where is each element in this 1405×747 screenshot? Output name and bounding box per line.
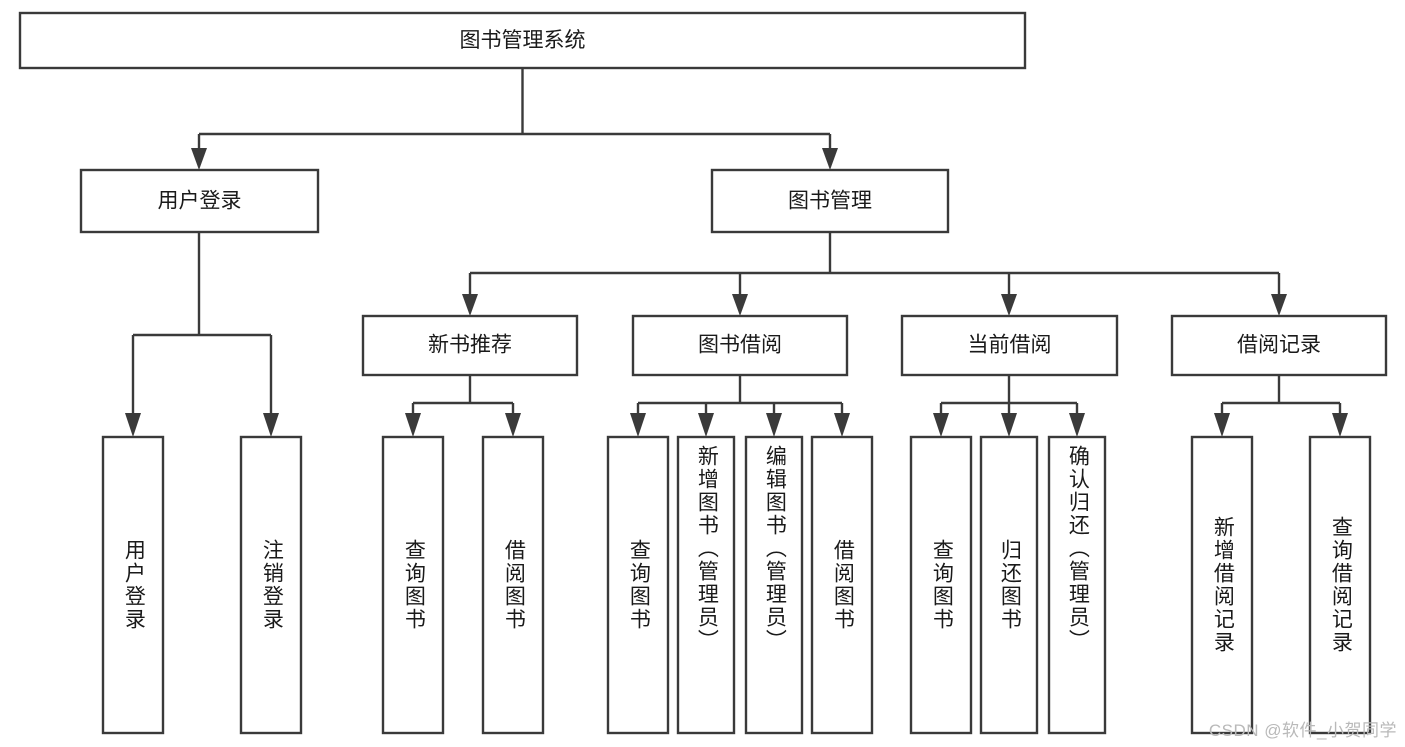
connector-group-new-book-rec [405, 375, 521, 437]
node-user-login[interactable]: 用户登录 [79, 168, 320, 234]
node-leaf-borrow-book-1-box[interactable] [481, 435, 545, 735]
arrow-head-leaf-user-login [125, 413, 141, 437]
node-leaf-edit-book-box[interactable] [744, 435, 804, 735]
leaf-boxes [101, 435, 1372, 735]
arrow-head-user-login [191, 148, 207, 170]
node-leaf-query-book-1-box[interactable] [381, 435, 445, 735]
node-current-borrow-label: 当前借阅 [968, 334, 1052, 357]
node-leaf-query-record-box[interactable] [1308, 435, 1372, 735]
arrow-head-borrow-record [1271, 294, 1287, 316]
node-book-borrow-box[interactable] [631, 314, 849, 377]
node-leaf-query-book-2-box[interactable] [606, 435, 670, 735]
arrow-head-leaf-query-record [1332, 413, 1348, 437]
node-borrow-record[interactable]: 借阅记录 [1170, 314, 1388, 377]
connector-group-borrow-record [1214, 375, 1348, 437]
node-root[interactable]: 图书管理系统 [18, 11, 1027, 70]
node-root-label: 图书管理系统 [460, 29, 586, 52]
arrow-head-leaf-return-book [1001, 413, 1017, 437]
node-leaf-add-book-box[interactable] [676, 435, 736, 735]
node-leaf-logout-box[interactable] [239, 435, 303, 735]
node-current-borrow-box[interactable] [900, 314, 1119, 377]
node-new-book-rec[interactable]: 新书推荐 [361, 314, 579, 377]
node-new-book-rec-label: 新书推荐 [428, 334, 512, 357]
node-book-borrow[interactable]: 图书借阅 [631, 314, 849, 377]
node-user-login-box[interactable] [79, 168, 320, 234]
arrow-head-leaf-borrow-book-2 [834, 413, 850, 437]
node-root-box[interactable] [18, 11, 1027, 70]
arrow-head-new-book-rec [462, 294, 478, 316]
arrow-head-book-borrow [732, 294, 748, 316]
arrow-head-current-borrow [1001, 294, 1017, 316]
node-book-manage-label: 图书管理 [788, 190, 872, 213]
arrow-head-leaf-logout [263, 413, 279, 437]
arrowheads-level2 [191, 148, 838, 170]
connector-group-current-borrow [933, 375, 1085, 437]
arrow-head-leaf-add-book [698, 413, 714, 437]
node-new-book-rec-box[interactable] [361, 314, 579, 377]
node-leaf-user-login-box[interactable] [101, 435, 165, 735]
node-book-borrow-label: 图书借阅 [698, 334, 782, 357]
connector-group-book-borrow [630, 375, 850, 437]
arrow-head-leaf-borrow-book-1 [505, 413, 521, 437]
node-user-login-label: 用户登录 [158, 190, 242, 213]
node-leaf-borrow-book-2-box[interactable] [810, 435, 874, 735]
arrow-head-leaf-query-book-3 [933, 413, 949, 437]
arrow-head-leaf-add-record [1214, 413, 1230, 437]
arrow-head-leaf-confirm-return [1069, 413, 1085, 437]
node-leaf-query-book-3-box[interactable] [909, 435, 973, 735]
arrow-head-leaf-query-book-1 [405, 413, 421, 437]
arrow-head-leaf-edit-book [766, 413, 782, 437]
arrow-head-book-manage [822, 148, 838, 170]
node-borrow-record-label: 借阅记录 [1237, 334, 1321, 357]
node-leaf-confirm-return-box[interactable] [1047, 435, 1107, 735]
node-book-manage-box[interactable] [710, 168, 950, 234]
csdn-watermark: CSDN @软件_小贺同学 [1208, 721, 1397, 740]
node-borrow-record-box[interactable] [1170, 314, 1388, 377]
node-current-borrow[interactable]: 当前借阅 [900, 314, 1119, 377]
arrow-head-leaf-query-book-2 [630, 413, 646, 437]
connector-group-user-login [125, 232, 279, 437]
connector-group-book-manage [462, 232, 1287, 316]
node-book-manage[interactable]: 图书管理 [710, 168, 950, 234]
node-leaf-add-record-box[interactable] [1190, 435, 1254, 735]
node-leaf-return-book-box[interactable] [979, 435, 1039, 735]
connector-group-root [197, 68, 832, 150]
